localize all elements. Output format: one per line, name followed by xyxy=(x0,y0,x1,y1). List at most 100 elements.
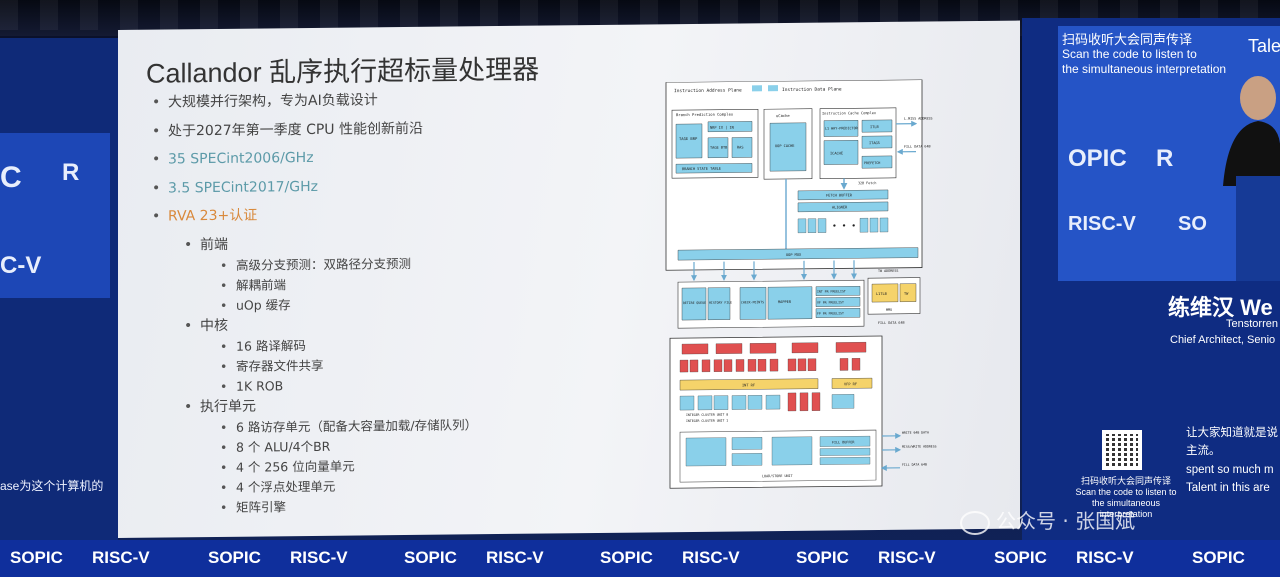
presentation-slide: Callandor 乱序执行超标量处理器 大规模并行架构，专为AI负载设计 处于… xyxy=(118,20,1020,538)
diagram-label: NRP IX | IN xyxy=(710,126,734,130)
diagram-label: ALIGNER xyxy=(832,205,848,209)
banner-logo: RISC-V xyxy=(682,548,740,567)
diagram-label: Instruction Address Plane xyxy=(674,87,742,94)
diagram-label: RETIRE QUEUE xyxy=(683,301,706,305)
tale-text: Tale xyxy=(1248,36,1280,56)
right-subtitle: spent so much m xyxy=(1186,464,1274,476)
speaker-silhouette: OPIC R RISC-V SO xyxy=(1058,26,1280,281)
diagram-label: ITLB xyxy=(870,125,879,129)
svg-text:RISC-V: RISC-V xyxy=(1068,213,1136,235)
lsu-agus xyxy=(787,392,821,412)
speaker-name: 练维汉 We xyxy=(1168,295,1273,320)
alu-row xyxy=(679,394,855,411)
left-logo-bottom: C-V xyxy=(0,238,110,298)
diagram-label: LOAD/STORE UNIT xyxy=(762,474,793,478)
diagram-label: BRANCH STATE TABLE xyxy=(682,167,721,171)
right-screen: OPIC R RISC-V SO 扫码收听大会同声传译 Scan the cod… xyxy=(1022,18,1280,548)
diagram-label: L1 WAY-PREDICTOR xyxy=(825,126,859,130)
diagram-label: TW ADDRESS xyxy=(878,269,898,273)
diagram-label: INTEGER CLUSTER UNIT 1 xyxy=(686,419,728,423)
diagram-label: VFP RF xyxy=(844,382,857,386)
diagram-label: TAGE BTB xyxy=(710,146,727,150)
diagram-label: TAGE BRP xyxy=(679,136,698,141)
diagram-label: Instruction Data Plane xyxy=(782,86,842,93)
right-subtitle: 主流。 xyxy=(1186,445,1221,457)
diagram-label: Instruction Cache Complex xyxy=(822,111,877,116)
diagram-label: FILL BUFFER xyxy=(832,440,855,444)
scan-top-zh: 扫码收听大会同声传译 xyxy=(1062,32,1193,47)
diagram-label: WRITE 64B DATA xyxy=(902,431,929,435)
slide-bullets: 大规模并行架构，专为AI负载设计 处于2027年第一季度 CPU 性能创新前沿 … xyxy=(148,88,668,519)
banner-logo: SOPIC xyxy=(796,548,849,567)
wechat-icon xyxy=(960,510,990,535)
diagram-label: FILL DATA 64B xyxy=(902,463,927,467)
right-subtitle: 让大家知道就是说 xyxy=(1186,427,1278,439)
diagram-label: L.MISS ADDRESS xyxy=(904,116,933,120)
cpu-block-diagram: Instruction Address Plane Instruction Da… xyxy=(664,79,940,494)
banner-logo: SOPIC xyxy=(208,548,261,567)
svg-text:SO: SO xyxy=(1178,213,1207,235)
scheduler-row xyxy=(681,342,867,355)
diagram-label: RAS xyxy=(737,145,743,149)
banner-logo: RISC-V xyxy=(290,548,348,567)
speaker-org: Tenstorren xyxy=(1226,318,1278,330)
left-screen: C R C-V ase为这个计算机的 xyxy=(0,38,118,543)
section-item: 矩阵引擎 xyxy=(148,494,668,519)
slide-title: Callandor 乱序执行超标量处理器 xyxy=(146,54,540,89)
bp-complex-box xyxy=(671,108,759,179)
left-logo-top: C R xyxy=(0,133,110,243)
diagram-label: PREFETCH xyxy=(864,161,880,165)
diagram-label: ITAGS xyxy=(869,141,880,145)
diagram-label: INT PR FREELIST xyxy=(817,289,846,293)
decoder-row: • • • xyxy=(797,217,889,234)
speaker-role: Chief Architect, Senio xyxy=(1170,334,1276,346)
banner-logo: SOPIC xyxy=(404,548,457,567)
scan-bottom-en: Scan the code to listen to xyxy=(1075,487,1177,497)
banner-logo: RISC-V xyxy=(92,548,150,567)
svg-text:• • •: • • • xyxy=(832,221,856,230)
scan-bottom-text: 扫码收听大会同声传译 Scan the code to listen to th… xyxy=(1066,476,1186,520)
speaker-video-panel: OPIC R RISC-V SO xyxy=(1058,26,1280,281)
diagram-label: FP PR FREELIST xyxy=(817,311,844,315)
diagram-label: FETCH BUFFER xyxy=(826,193,853,197)
left-subtitle: ase为这个计算机的 xyxy=(0,479,104,493)
right-subtitle: Talent in this are xyxy=(1186,482,1270,494)
diagram-label: UOP MUX xyxy=(786,253,802,257)
bottom-banner: SOPIC RISC-V SOPIC RISC-V SOPIC RISC-V S… xyxy=(0,540,1280,577)
diagram-label: MAPPER xyxy=(778,300,792,304)
scan-bottom-en: the simultaneous interpretation xyxy=(1091,498,1161,519)
diagram-label: ICACHE xyxy=(830,151,843,155)
diagram-label: FILL DATA 64B xyxy=(904,144,931,148)
diagram-label: INT RF xyxy=(742,383,755,387)
banner-logo: SOPIC xyxy=(1192,548,1245,567)
scan-top-text: 扫码收听大会同声传译 Scan the code to listen to th… xyxy=(1062,32,1226,77)
diagram-label: FILL DATA 64B xyxy=(878,321,905,325)
diagram-label: HISTORY FILE xyxy=(709,301,732,305)
watermark-text: 公众号 · 张国斌 xyxy=(996,509,1136,533)
banner-logo: SOPIC xyxy=(600,548,653,567)
scan-top-en: the simultaneous interpretation xyxy=(1062,62,1227,76)
diagram-label: VF PR FREELIST xyxy=(817,300,844,304)
diagram-label: MMU xyxy=(886,308,892,312)
diagram-label: INTEGER CLUSTER UNIT 0 xyxy=(686,413,728,417)
scan-bottom-zh: 扫码收听大会同声传译 xyxy=(1080,476,1171,486)
svg-text:R: R xyxy=(1156,145,1173,172)
diagram-label: MISS/WRITE ADDRESS xyxy=(902,444,937,448)
diagram-label: UOP CACHE xyxy=(775,144,794,148)
diagram-label: uCache xyxy=(776,113,790,118)
diagram-label: 32B Fetch xyxy=(858,181,876,185)
qr-code[interactable] xyxy=(1102,430,1142,470)
banner-logo: RISC-V xyxy=(486,548,544,567)
diagram-label: CHECK-POINTS xyxy=(741,300,764,304)
scan-top-en: Scan the code to listen to xyxy=(1062,47,1197,61)
issue-queues xyxy=(679,358,861,373)
banner-logo: RISC-V xyxy=(878,548,936,567)
svg-text:OPIC: OPIC xyxy=(1068,145,1127,172)
block-diagram-svg: Instruction Address Plane Instruction Da… xyxy=(665,79,937,489)
banner-logo: RISC-V xyxy=(1076,548,1134,567)
diagram-label: Branch Prediction Complex xyxy=(676,112,734,118)
banner-logo: SOPIC xyxy=(994,548,1047,567)
diagram-label: TW xyxy=(904,292,909,296)
banner-logo: SOPIC xyxy=(10,548,63,567)
